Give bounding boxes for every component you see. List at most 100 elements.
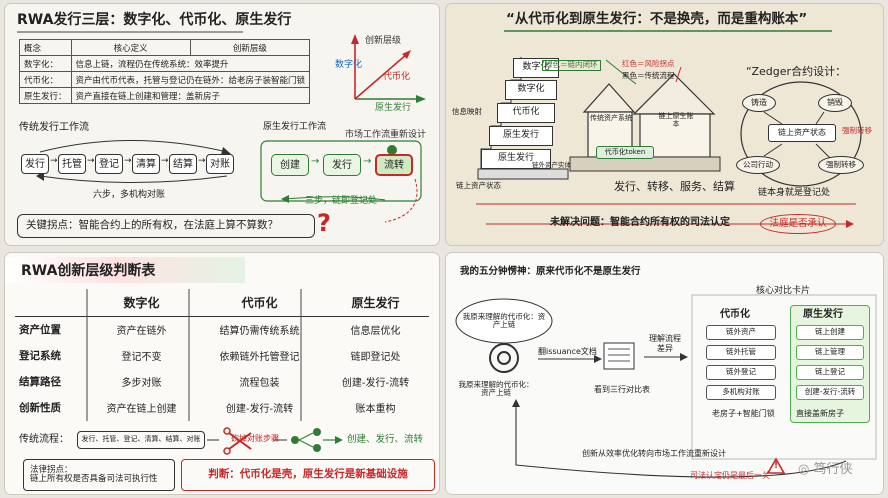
card-title: 核心对比卡片 <box>756 286 811 296</box>
contract-title: “Zedger合约设计： <box>746 65 847 78</box>
table-cell: 资产直接在链上创建和管理：盖新房子 <box>70 87 311 104</box>
table-cell: 资产在链上创建 <box>106 403 177 415</box>
flow-steps-box: 发行、托管、登记、清算、结算、对账 <box>77 431 205 449</box>
token-item: 链外登记 <box>706 365 776 380</box>
label-info-mapping: 信息映射 <box>452 107 482 116</box>
label-chain-state: 链上资产状态 <box>456 181 501 190</box>
native-note: 三步，链即登记处 <box>305 196 378 206</box>
question-mark-icon: ? <box>317 209 331 237</box>
result-label: 创建、发行、流转 <box>347 434 424 445</box>
traditional-step: 对账 <box>206 154 234 174</box>
traditional-title: 传统发行工作流 <box>19 122 89 133</box>
table-cell: 结算仍需传统系统 <box>219 325 300 337</box>
logo-caption: 我原来理解的代币化：资产上链 <box>458 379 534 397</box>
panel-rwa-three-layers: RWA发行三层：数字化、代币化、原生发行 概念核心定义创新层级 数字化：信息上链… <box>4 3 440 246</box>
law-text: 链上所有权是否具备司法可执行性 <box>30 474 158 484</box>
table-header: 创新层级 <box>189 39 311 56</box>
loop-label: 创新从效率优化转向市场工作流重新设计 <box>582 449 726 458</box>
native-item: 创建-发行-流转 <box>796 385 864 400</box>
warn-label: 司法认定仍是最后一关 <box>690 471 770 480</box>
watermark: ◎ 笃行侠 <box>798 462 853 478</box>
cut-label: 砍掉对账步骤 <box>231 434 279 443</box>
label-offchain-entity: 链外资产实体 <box>532 161 571 169</box>
legend-black: 黑色＝传统流程 <box>622 71 675 80</box>
token-badge: 代币化token <box>596 146 654 159</box>
panel-five-minute-realization: 我的五分钟愣神：原来代币化不是原生发行 我原来理解的代币化：资产上链 我原来理解… <box>445 252 884 495</box>
stair-step: 原生发行 <box>489 126 553 146</box>
law-title: 法律拐点： <box>30 464 73 475</box>
native-card <box>790 305 870 423</box>
stair-step: 代币化 <box>497 103 555 123</box>
traditional-step: 结算 <box>169 154 197 174</box>
contract-node-mint: 铸造 <box>742 94 776 112</box>
watermark-text: 笃行侠 <box>813 462 853 477</box>
arrow-right-icon: → <box>363 156 372 167</box>
understand-label: 理解流程差异 <box>649 334 681 353</box>
panel-title: RWA创新层级判断表 <box>21 263 156 279</box>
native-step: 创建 <box>271 154 309 176</box>
axis-label-native: 原生发行 <box>375 103 412 113</box>
table-row: 结算路径 多步对账 流程包装 创建-发行-流转 <box>15 368 429 394</box>
title-highlight <box>5 257 245 283</box>
table-header: 核心定义 <box>70 39 191 56</box>
table-cell: 原生发行： <box>19 87 72 104</box>
contract-node-force: 强制转移 <box>818 156 864 174</box>
axis-label-innovation: 创新层级 <box>365 36 402 46</box>
panel-judgment-table: RWA创新层级判断表 数字化 代币化 原生发行 资产位置资产在链外结算仍需传统系… <box>4 252 440 495</box>
contract-note: 链本身就是登记处 <box>758 188 831 198</box>
token-item: 链外资产 <box>706 325 776 340</box>
doc-caption: 看到三行对比表 <box>594 385 650 394</box>
warning-icon: ! <box>774 461 779 471</box>
judgment-table: 数字化 代币化 原生发行 资产位置资产在链外结算仍需传统系统信息层优化登记系统登… <box>15 289 429 420</box>
table-row: 资产位置资产在链外结算仍需传统系统信息层优化 <box>15 316 429 342</box>
token-item: 多机构对账 <box>706 385 776 400</box>
flow-label: 传统流程： <box>19 434 69 445</box>
house-bottom-label: 发行、转移、服务、结算 <box>614 180 735 193</box>
house-new-label: 链上原生账本 <box>658 112 694 129</box>
traditional-step: 登记 <box>95 154 123 174</box>
table-cell: 数字化： <box>19 55 72 72</box>
table-cell: 流程包装 <box>239 377 280 389</box>
key-inflection-box: 关键拐点：智能合约上的所有权，在法庭上算不算数？ <box>17 214 315 238</box>
axis-label-tokenize: 代币化 <box>383 72 411 82</box>
native-item: 链上登记 <box>796 365 864 380</box>
layers-table: 概念核心定义创新层级 数字化：信息上链，流程仍在传统系统：效率提升 代币化：资产… <box>19 39 311 104</box>
contract-center: 链上资产状态 <box>768 124 836 142</box>
token-col-title: 代币化 <box>720 309 750 320</box>
contract-side-force: 强制转移 <box>842 126 872 135</box>
law-box: 法律拐点： 链上所有权是否具备司法可执行性 <box>23 459 175 491</box>
panel-title: “从代币化到原生发行：不是换壳，而是重构账本” <box>506 11 808 27</box>
panel-title: 我的五分钟愣神：原来代币化不是原生发行 <box>460 266 641 277</box>
table-cell: 多步对账 <box>121 377 162 389</box>
panel-title: RWA发行三层：数字化、代币化、原生发行 <box>17 12 292 28</box>
stair-step: 数字化 <box>513 58 559 78</box>
table-cell: 资产由代币代表，托管与登记仍在链外：给老房子装智能门锁 <box>70 71 311 88</box>
table-header: 代币化 <box>241 295 278 310</box>
contract-node-burn: 销毁 <box>818 94 852 112</box>
arrow-right-icon: → <box>87 156 95 166</box>
table-cell: 登记系统 <box>19 349 61 362</box>
traditional-step: 发行 <box>21 154 49 174</box>
table-cell: 资产在链外 <box>116 325 167 337</box>
arrow-right-icon: → <box>124 156 132 166</box>
court-badge: 法庭是否承认 <box>760 214 836 234</box>
table-cell: 创建-发行-流转 <box>341 377 410 389</box>
traditional-step: 清算 <box>132 154 160 174</box>
table-cell: 登记不变 <box>121 351 162 363</box>
table-header: 数字化 <box>123 295 160 310</box>
stair-step: 数字化 <box>505 80 557 100</box>
native-title: 原生发行工作流 <box>263 122 327 132</box>
table-cell: 创新性质 <box>19 401 61 414</box>
panel-tokenize-to-native: “从代币化到原生发行：不是换壳，而是重构账本” 数字化数字化代币化原生发行原生发… <box>445 3 884 246</box>
table-header <box>15 289 86 316</box>
house-old-label: 传统资产系统 <box>590 114 632 122</box>
doc-label: 翻issuance文档 <box>538 347 597 356</box>
table-header: 概念 <box>19 39 72 56</box>
native-item: 链上管理 <box>796 345 864 360</box>
table-cell: 结算路径 <box>19 375 61 388</box>
table-cell: 依赖链外托管登记 <box>219 351 300 363</box>
native-step: 流转 <box>375 154 413 176</box>
table-cell: 账本重构 <box>355 403 396 415</box>
table-cell: 链即登记处 <box>350 351 401 363</box>
token-item: 链外托管 <box>706 345 776 360</box>
